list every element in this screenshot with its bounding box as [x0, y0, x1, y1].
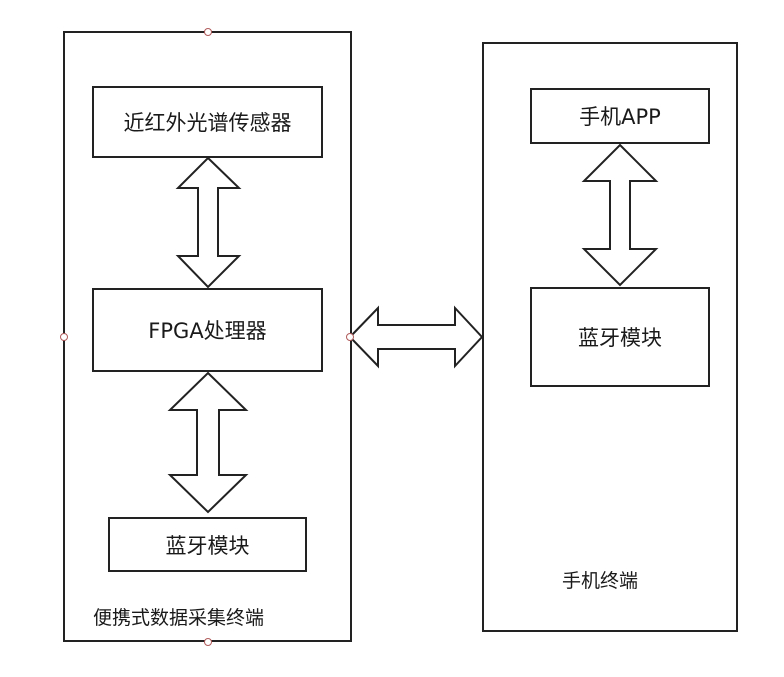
phone-app-box[interactable]: 手机APP [530, 88, 710, 144]
left-bluetooth-label: 蓝牙模块 [165, 533, 250, 558]
right-bluetooth-label: 蓝牙模块 [578, 326, 662, 350]
phone-terminal-caption: 手机终端 [562, 570, 639, 592]
sensor-fpga-double-arrow [175, 156, 242, 289]
right-bluetooth-box[interactable]: 蓝牙模块 [530, 287, 710, 387]
nir-sensor-box[interactable]: 近红外光谱传感器 [92, 86, 323, 158]
selection-handle-right[interactable] [346, 333, 354, 341]
left-bluetooth-box[interactable]: 蓝牙模块 [108, 517, 307, 572]
portable-terminal-caption: 便携式数据采集终端 [93, 607, 265, 629]
selection-handle-top[interactable] [204, 28, 212, 36]
selection-handle-left[interactable] [60, 333, 68, 341]
app-bluetooth-double-arrow [581, 143, 659, 287]
phone-app-label: 手机APP [579, 105, 661, 129]
nir-sensor-label: 近红外光谱传感器 [123, 111, 292, 135]
fpga-processor-label: FPGA处理器 [148, 319, 267, 343]
fpga-bluetooth-double-arrow [167, 371, 249, 514]
selection-handle-bottom[interactable] [204, 638, 212, 646]
terminal-link-double-arrow [348, 305, 484, 369]
fpga-processor-box[interactable]: FPGA处理器 [92, 288, 323, 372]
